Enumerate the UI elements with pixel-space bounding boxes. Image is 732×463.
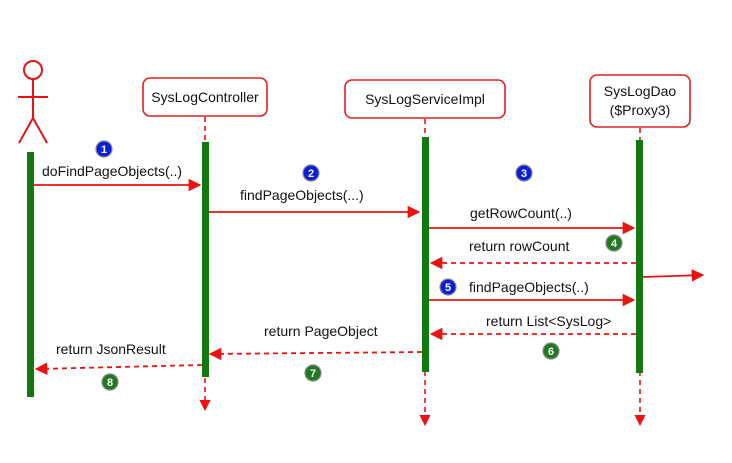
message-7: return PageObject xyxy=(208,323,423,361)
message-6-label: return List<SysLog> xyxy=(486,313,611,329)
step-badge-4: 4 xyxy=(605,234,623,252)
step-badge-2: 2 xyxy=(302,164,320,182)
step-badge-7-number: 7 xyxy=(310,368,316,380)
participant-service-label: SysLogServiceImpl xyxy=(365,91,485,107)
message-5-label: findPageObjects(..) xyxy=(469,279,589,295)
message-8: return JsonResult xyxy=(34,341,203,376)
participant-dao-label-line1: SysLogDao xyxy=(604,83,677,99)
message-3: getRowCount(..) xyxy=(429,205,636,235)
step-badge-1-number: 1 xyxy=(101,144,107,156)
step-badge-1: 1 xyxy=(95,140,113,158)
step-badge-4-number: 4 xyxy=(611,238,618,250)
step-badge-8-number: 8 xyxy=(107,377,113,389)
step-badge-8: 8 xyxy=(101,373,119,391)
participant-dao-label-line2: ($Proxy3) xyxy=(610,102,671,118)
participant-service: SysLogServiceImpl xyxy=(344,79,506,119)
step-badge-6-number: 6 xyxy=(548,346,554,358)
message-8-label: return JsonResult xyxy=(56,341,166,357)
message-3-label: getRowCount(..) xyxy=(470,205,572,221)
step-badge-3: 3 xyxy=(515,164,533,182)
participant-dao: SysLogDao ($Proxy3) xyxy=(589,74,691,128)
step-badge-2-number: 2 xyxy=(308,168,314,180)
message-2-label: findPageObjects(...) xyxy=(240,187,364,203)
message-1: doFindPageObjects(..) xyxy=(34,163,202,192)
message-5: findPageObjects(..) xyxy=(429,279,636,307)
message-4: return rowCount xyxy=(429,238,636,270)
message-7-label: return PageObject xyxy=(264,323,378,339)
step-badge-6: 6 xyxy=(542,342,560,360)
message-1-label: doFindPageObjects(..) xyxy=(42,163,182,179)
activation-dao xyxy=(636,140,643,373)
step-badge-3-number: 3 xyxy=(521,168,527,180)
participant-controller-label: SysLogController xyxy=(151,89,259,105)
actor-icon xyxy=(18,60,48,144)
activation-bars xyxy=(27,137,643,397)
message-4-label: return rowCount xyxy=(469,238,569,254)
activation-actor xyxy=(27,152,34,397)
step-badge-5: 5 xyxy=(439,278,457,296)
participant-controller: SysLogController xyxy=(142,77,268,117)
message-2: findPageObjects(...) xyxy=(209,187,421,219)
step-badge-5-number: 5 xyxy=(445,282,451,294)
message-6: return List<SysLog> xyxy=(429,313,636,341)
activation-service xyxy=(422,137,429,372)
activation-controller xyxy=(202,142,209,377)
step-badge-7: 7 xyxy=(304,364,322,382)
message-outgoing xyxy=(642,269,705,282)
